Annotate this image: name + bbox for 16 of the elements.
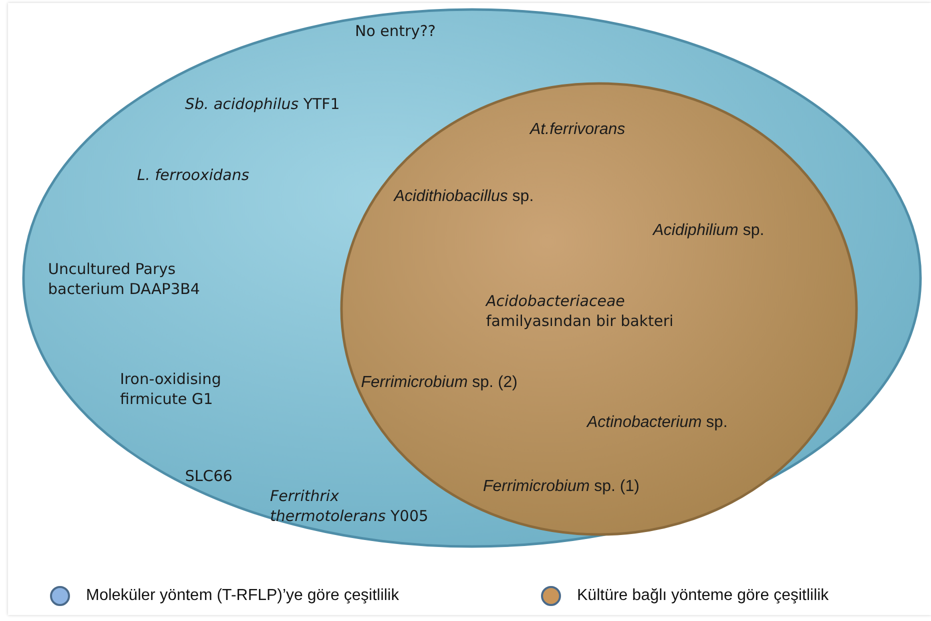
species-label: No entry?? xyxy=(355,22,437,42)
species-label: At.ferrivorans xyxy=(530,120,626,140)
legend-label: Moleküler yöntem (T-RFLP)’ye göre çeşitlilik xyxy=(86,587,399,605)
species-label: Acidiphilium sp. xyxy=(653,221,766,241)
species-label: Acidithiobacillus sp. xyxy=(394,187,535,207)
species-label: SLC66 xyxy=(185,467,234,486)
species-label: Uncultured Parys bacterium DAAP3B4 xyxy=(48,260,201,299)
species-label: Sb. acidophilus YTF1 xyxy=(185,95,341,114)
species-label: L. ferrooxidans xyxy=(137,166,250,186)
species-label: Ferrithrix thermotolerans Y005 xyxy=(270,487,430,526)
species-label: Ferrimicrobium sp. (1) xyxy=(483,477,640,497)
legend-label: Kültüre bağlı yönteme göre çeşitlilik xyxy=(577,587,829,605)
species-label: Iron-oxidising firmicute G1 xyxy=(120,370,222,409)
species-label: Ferrimicrobium sp. (2) xyxy=(361,373,518,393)
species-label: Actinobacterium sp. xyxy=(587,413,729,433)
species-label: Acidobacteriaceae familyasından bir bakteri xyxy=(486,292,674,331)
